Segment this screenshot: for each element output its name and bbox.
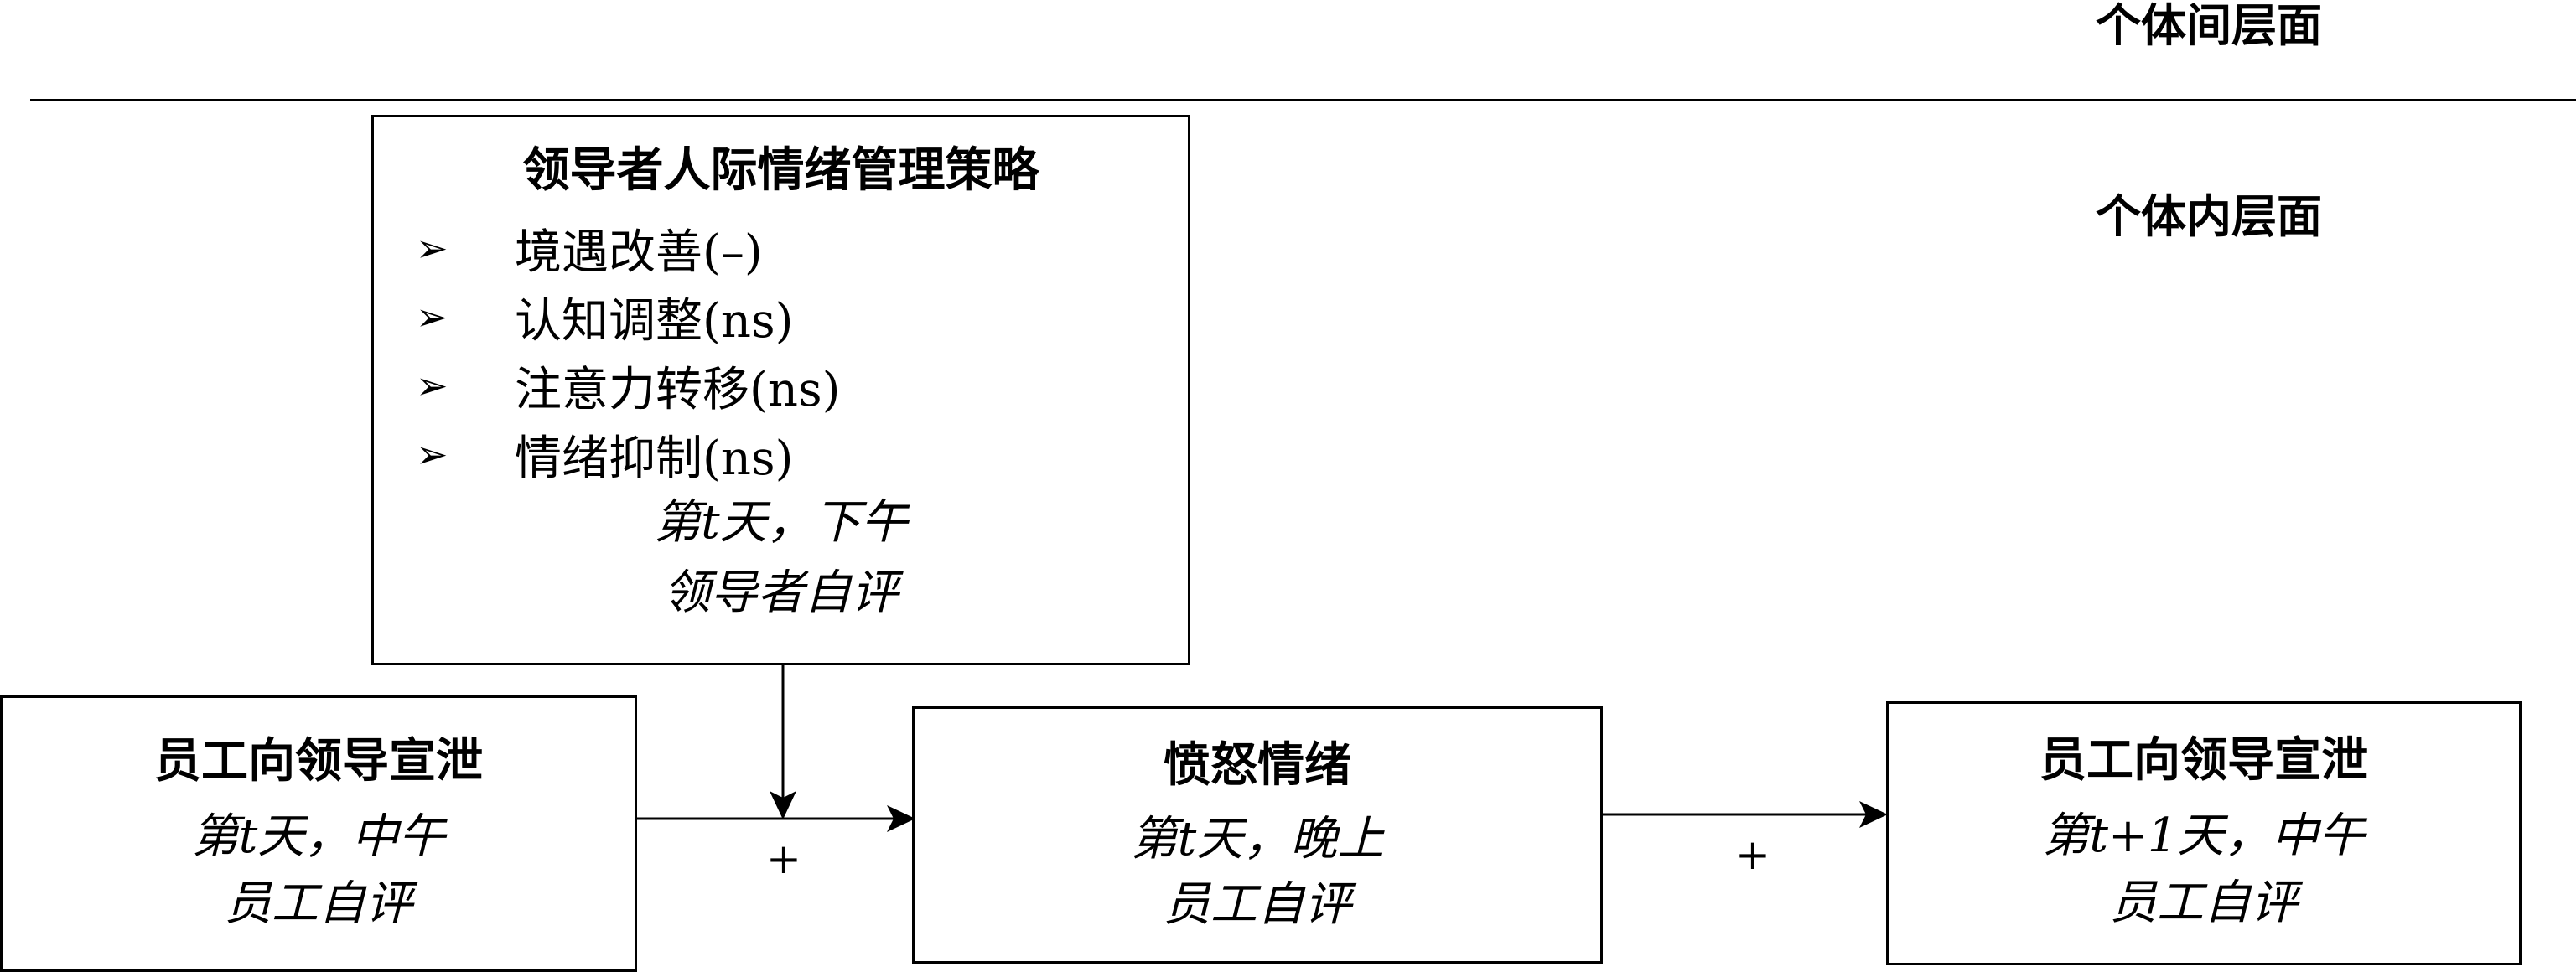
employee-venting-day-t-box: 员工向领导宣泄 第t天，中午 员工自评 [0, 695, 637, 972]
anger-emotion-box: 愤怒情绪 第t天，晚上 员工自评 [912, 706, 1603, 964]
strategy-item-label: 情绪抑制(ns) [515, 431, 794, 486]
venting-t1-time: 第t+1天，中午 [2042, 809, 2366, 863]
moderation-arrowhead [770, 791, 796, 819]
arrowhead-bullet-icon: ➢ [416, 363, 448, 408]
venting-t-time: 第t天，中午 [191, 809, 446, 864]
anger-to-venting-arrowhead [1859, 801, 1888, 828]
within-person-level-label: 个体内层面 [2096, 190, 2322, 243]
arrowhead-bullet-icon: ➢ [416, 294, 448, 339]
strategy-item-label: 注意力转移(ns) [515, 362, 841, 417]
venting-t-title: 员工向领导宣泄 [154, 734, 483, 788]
employee-venting-day-t1-box: 员工向领导宣泄 第t+1天，中午 员工自评 [1886, 701, 2522, 965]
venting-t1-title: 员工向领导宣泄 [2040, 733, 2368, 788]
venting-to-anger-arrowhead [887, 805, 915, 832]
anger-time: 第t天，晚上 [1130, 812, 1385, 866]
anger-rater: 员工自评 [1164, 877, 1351, 932]
strategy-item-label: 认知调整(ns) [515, 293, 794, 349]
leader-emotion-strategy-box: 领导者人际情绪管理策略 ➢ 境遇改善(–) ➢ 认知调整(ns) ➢ 注意力转移… [371, 115, 1190, 665]
strategy-item: ➢ 认知调整(ns) [416, 282, 841, 351]
strategy-list: ➢ 境遇改善(–) ➢ 认知调整(ns) ➢ 注意力转移(ns) ➢ 情绪抑制(… [416, 214, 841, 489]
arrowhead-bullet-icon: ➢ [416, 432, 448, 477]
strategy-item: ➢ 情绪抑制(ns) [416, 420, 841, 489]
venting-t-rater: 员工自评 [225, 876, 412, 931]
venting-to-anger-sign: + [766, 835, 801, 883]
anger-title: 愤怒情绪 [1164, 738, 1351, 793]
strategy-item: ➢ 注意力转移(ns) [416, 351, 841, 420]
strategy-box-time: 第t天，下午 [654, 495, 908, 550]
strategy-box-rater: 领导者自评 [663, 566, 899, 620]
venting-t1-rater: 员工自评 [2110, 876, 2298, 930]
level-divider-line [30, 99, 2576, 101]
strategy-item-label: 境遇改善(–) [515, 225, 763, 280]
strategy-item: ➢ 境遇改善(–) [416, 214, 841, 282]
strategy-box-title: 领导者人际情绪管理策略 [522, 143, 1039, 198]
anger-to-venting-sign: + [1735, 830, 1770, 879]
arrowhead-bullet-icon: ➢ [416, 225, 448, 271]
between-person-level-label: 个体间层面 [2096, 0, 2322, 52]
